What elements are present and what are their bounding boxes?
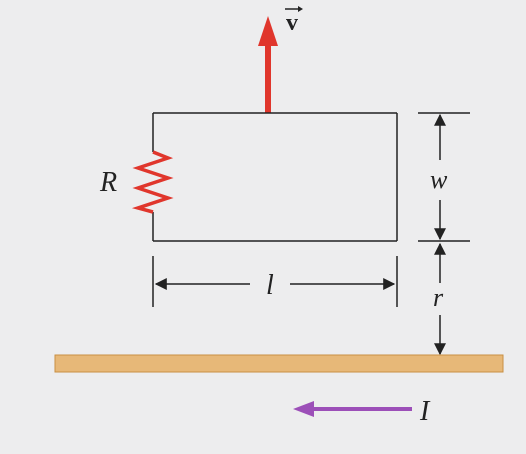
distance-label: r (433, 283, 444, 312)
current-label: I (419, 396, 431, 427)
velocity-label: v (285, 6, 303, 36)
current-arrow (293, 401, 412, 417)
resistance-label: R (99, 167, 117, 198)
width-label: w (430, 165, 448, 194)
length-dimension (152, 256, 398, 307)
velocity-arrow (258, 16, 278, 113)
conducting-loop (152, 112, 398, 242)
svg-text:v: v (286, 10, 298, 36)
width-dimension (418, 112, 470, 242)
straight-wire (54, 354, 504, 373)
resistor-icon (131, 150, 174, 214)
length-label: l (266, 270, 274, 301)
